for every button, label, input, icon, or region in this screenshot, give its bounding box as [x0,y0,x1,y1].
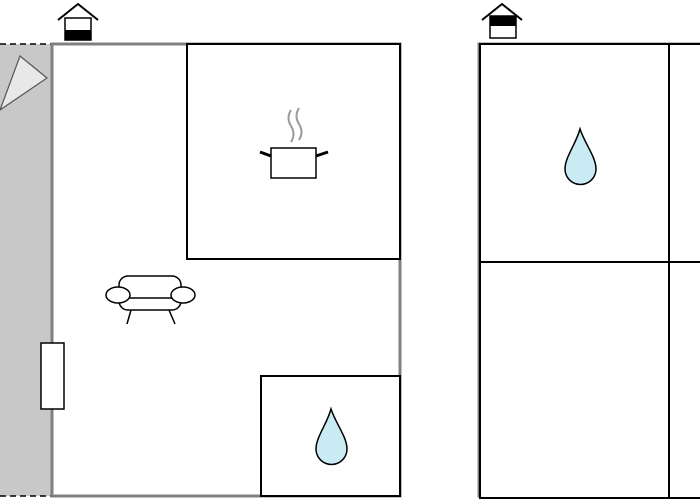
house-floor-marker-icon [481,2,523,39]
triangle-marker-icon [0,55,49,111]
water-drop-icon [564,126,597,186]
room-bottom-left [479,261,670,499]
room-bottom-right [668,261,700,499]
outdoor-area [0,43,52,497]
house-floor-marker-icon [57,2,99,41]
sofa-icon [105,275,196,325]
window-door [40,342,65,410]
floor-plan-right [477,2,700,499]
kitchen-pot-icon [259,107,329,179]
floor-plan-left [0,2,402,498]
room-top-right [668,43,700,263]
water-drop-icon [315,406,348,466]
